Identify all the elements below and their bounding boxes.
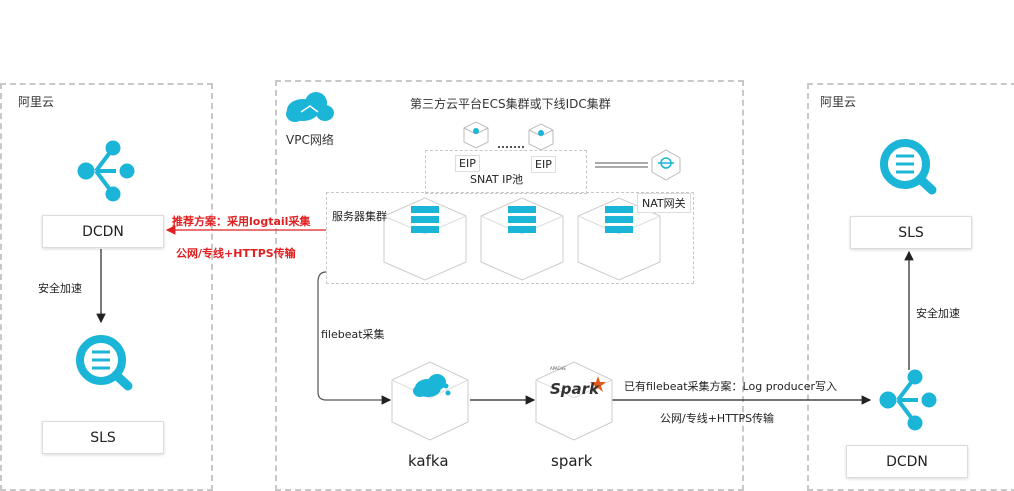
- dcdn-node-right: DCDN: [846, 445, 968, 478]
- server-cluster-label: 服务器集群: [332, 210, 387, 223]
- accel-label-right: 安全加速: [916, 307, 960, 320]
- server-cube-1: [383, 197, 467, 281]
- accel-label-left: 安全加速: [38, 282, 82, 295]
- eip-icon-1: [463, 121, 489, 149]
- sls-icon-left: [76, 335, 133, 391]
- spark-logo-text: Spark: [550, 380, 600, 398]
- snat-label: SNAT IP池: [470, 173, 523, 186]
- left-transport-label: 公网/专线+HTTPS传输: [176, 247, 296, 260]
- sls-node-right: SLS: [850, 216, 972, 249]
- spark-icon: APACHE Spark: [535, 361, 613, 441]
- eip1-label: EIP: [455, 155, 480, 172]
- spark-logo-small-text: APACHE: [550, 366, 566, 371]
- sls-icon-right: [880, 139, 937, 195]
- kafka-label: kafka: [408, 452, 449, 470]
- edge-filebeat-to-kafka: [317, 271, 392, 405]
- eip-icon-2: [528, 123, 554, 151]
- dcdn-node-left: DCDN: [42, 215, 164, 248]
- right-region-title: 阿里云: [820, 95, 857, 109]
- snat-ip-pool-group: [425, 150, 587, 194]
- nat-gateway-icon: [651, 149, 681, 181]
- sls-node-left: SLS: [42, 421, 164, 454]
- filebeat-label: filebeat采集: [321, 328, 385, 341]
- dcdn-share-icon-left: [77, 140, 135, 202]
- recommend-label: 推荐方案：采用logtail采集: [172, 215, 311, 228]
- kafka-icon: [391, 361, 469, 441]
- dcdn-share-icon-right: [879, 369, 937, 431]
- vpc-cloud-icon: [286, 92, 334, 122]
- vpc-label: VPC网络: [286, 133, 334, 147]
- existing-filebeat-label: 已有filebeat采集方案：Log producer写入: [624, 380, 837, 393]
- eip2-label: EIP: [531, 156, 556, 173]
- server-cluster-group: [326, 192, 694, 284]
- spark-label: spark: [551, 452, 593, 470]
- right-transport-label: 公网/专线+HTTPS传输: [660, 412, 775, 425]
- center-region-title: 第三方云平台ECS集群或下线IDC集群: [410, 97, 611, 111]
- nat-gateway-label: NAT网关: [637, 193, 691, 213]
- server-cube-3: [577, 197, 661, 281]
- server-cube-2: [480, 197, 564, 281]
- left-region-title: 阿里云: [18, 95, 55, 109]
